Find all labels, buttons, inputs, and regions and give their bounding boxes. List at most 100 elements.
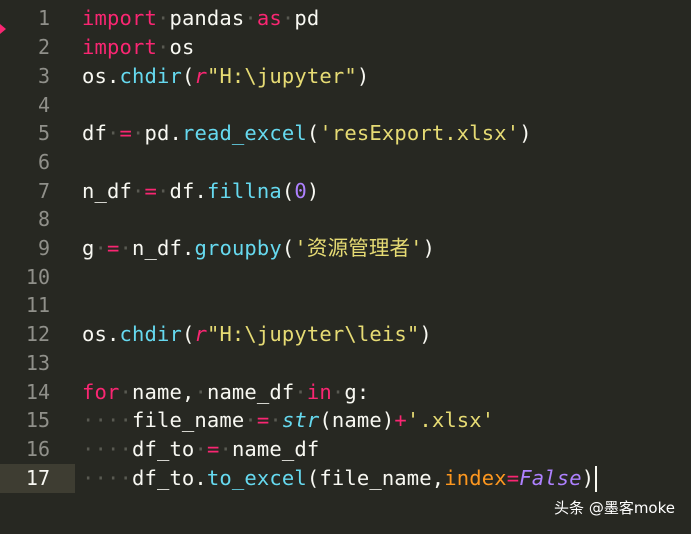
line-number: 17: [0, 464, 75, 493]
token-paren: (: [306, 121, 320, 145]
token-identifier: pd: [294, 6, 320, 30]
line-code[interactable]: import·os: [82, 33, 194, 62]
token-identifier: g:: [344, 380, 370, 404]
line-number: 12: [25, 322, 50, 346]
token-string: "H:\jupyter": [206, 64, 357, 88]
code-line[interactable]: 8: [0, 205, 691, 234]
code-line[interactable]: 10: [0, 263, 691, 292]
line-code[interactable]: ····df_to·=·name_df: [82, 435, 319, 464]
token-string: '.xlsx': [406, 408, 495, 432]
token-keyword: as: [256, 6, 282, 30]
token-operator: =: [256, 408, 270, 432]
token-paren: ): [419, 322, 432, 346]
token-space: ·: [94, 236, 107, 260]
token-space: ·: [219, 437, 232, 461]
line-code[interactable]: import·pandas·as·pd: [82, 4, 319, 33]
line-code[interactable]: n_df·=·df.fillna(0): [82, 177, 319, 206]
token-identifier: file_name: [131, 408, 245, 432]
token-keyword: in: [306, 380, 332, 404]
token-paren: ): [519, 121, 532, 145]
token-string-prefix: r: [194, 64, 207, 88]
code-line[interactable]: 2 import·os: [0, 33, 691, 62]
code-line[interactable]: 5 df·=·pd.read_excel('resExport.xlsx'): [0, 119, 691, 148]
token-identifier: g: [82, 236, 95, 260]
token-operator: =: [144, 179, 157, 203]
line-number: 5: [37, 121, 50, 145]
token-paren: (: [181, 322, 195, 346]
token-space: ·: [244, 408, 257, 432]
token-space: ·: [156, 179, 170, 203]
token-space: ·: [244, 6, 257, 30]
line-code[interactable]: for·name,·name_df·in·g:: [82, 378, 369, 407]
token-space: ·: [106, 121, 120, 145]
token-paren: ): [306, 179, 320, 203]
token-space: ·: [294, 380, 307, 404]
token-identifier: (name): [319, 408, 395, 432]
token-space: ·: [331, 380, 345, 404]
indent-whitespace: ····: [82, 408, 132, 432]
token-paren: (: [281, 179, 295, 203]
code-line[interactable]: 1 import·pandas·as·pd: [0, 4, 691, 33]
line-code[interactable]: os.chdir(r"H:\jupyter\leis"): [82, 320, 432, 349]
token-operator: =: [506, 466, 520, 490]
code-line-active[interactable]: 17 ····df_to.to_excel(file_name,index=Fa…: [0, 464, 691, 493]
code-line[interactable]: 15 ····file_name·=·str(name)+'.xlsx': [0, 406, 691, 435]
code-line[interactable]: 6: [0, 148, 691, 177]
code-line[interactable]: 11: [0, 291, 691, 320]
token-builtin: str: [281, 408, 320, 432]
token-space: ·: [119, 236, 132, 260]
token-paren: (: [281, 236, 295, 260]
token-identifier: name_df: [231, 437, 320, 461]
token-identifier: df.: [169, 179, 207, 203]
token-paren: ): [356, 64, 370, 88]
line-number: 6: [37, 150, 50, 174]
token-keyword: import: [82, 35, 157, 59]
line-number: 2: [37, 35, 50, 59]
token-keyword: import: [82, 6, 157, 30]
token-function: chdir: [119, 64, 182, 88]
code-line[interactable]: 14 for·name,·name_df·in·g:: [0, 378, 691, 407]
fold-marker-icon: [0, 24, 6, 34]
token-function: groupby: [194, 236, 282, 260]
line-number: 13: [25, 351, 50, 375]
code-line[interactable]: 9 g·=·n_df.groupby('资源管理者'): [0, 234, 691, 263]
code-line[interactable]: 4: [0, 91, 691, 120]
token-identifier: pandas: [169, 6, 245, 30]
code-line[interactable]: 12 os.chdir(r"H:\jupyter\leis"): [0, 320, 691, 349]
token-identifier: os.: [82, 64, 120, 88]
token-space: ·: [194, 437, 207, 461]
token-identifier: df_to.: [131, 466, 207, 490]
token-identifier: n_df.: [132, 236, 195, 260]
token-string-prefix: r: [194, 322, 207, 346]
code-line[interactable]: 16 ····df_to·=·name_df: [0, 435, 691, 464]
token-keyword: for: [82, 380, 120, 404]
token-space: ·: [156, 35, 170, 59]
token-operator: =: [206, 437, 220, 461]
line-number: 9: [37, 236, 50, 260]
text-cursor: [595, 466, 598, 492]
code-line[interactable]: 3 os.chdir(r"H:\jupyter"): [0, 62, 691, 91]
token-function: fillna: [206, 179, 282, 203]
token-identifier: os: [169, 35, 195, 59]
watermark: 头条 @墨客moke: [554, 499, 675, 517]
token-identifier: pd.: [144, 121, 182, 145]
line-code[interactable]: ····file_name·=·str(name)+'.xlsx': [82, 406, 494, 435]
line-code[interactable]: ····df_to.to_excel(file_name,index=False…: [82, 464, 598, 493]
code-line[interactable]: 13: [0, 349, 691, 378]
code-line[interactable]: 7 n_df·=·df.fillna(0): [0, 177, 691, 206]
token-space: ·: [156, 6, 170, 30]
token-identifier: df_to: [131, 437, 195, 461]
token-space: ·: [269, 408, 282, 432]
token-string: 'resExport.xlsx': [319, 121, 520, 145]
token-identifier: os.: [82, 322, 120, 346]
token-operator: =: [107, 236, 120, 260]
token-paren: (: [181, 64, 195, 88]
line-code[interactable]: df·=·pd.read_excel('resExport.xlsx'): [82, 119, 532, 148]
line-number: 15: [25, 408, 50, 432]
token-identifier: file_name,: [319, 466, 445, 490]
token-constant: False: [519, 466, 582, 490]
line-number: 10: [25, 265, 50, 289]
line-code[interactable]: os.chdir(r"H:\jupyter"): [82, 62, 369, 91]
line-code[interactable]: g·=·n_df.groupby('资源管理者'): [82, 234, 435, 263]
